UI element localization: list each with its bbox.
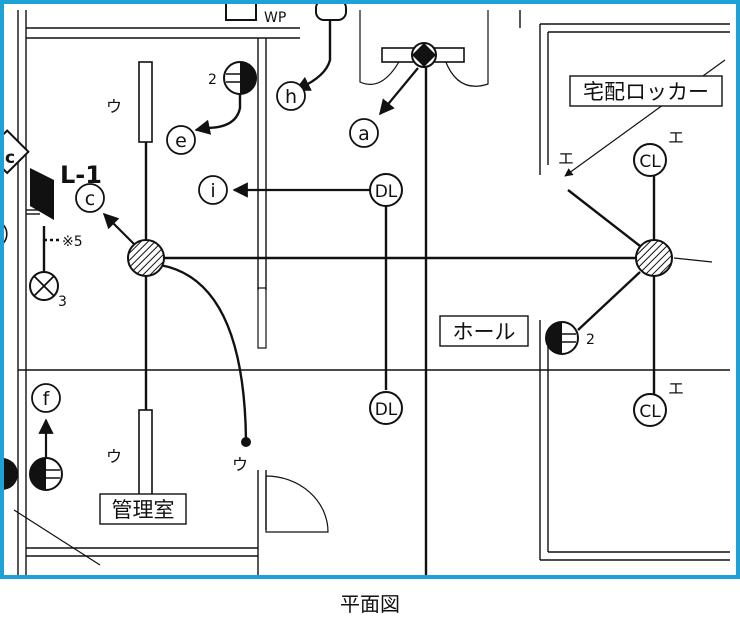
tag-c-label: c [85,188,95,210]
label-l1: L-1 [60,161,102,189]
tag-a-label: a [358,123,370,145]
tag-f: f [31,383,61,413]
tag-e: e [166,125,196,155]
label-num2-top: 2 [208,72,217,88]
ceiling-fan [381,42,465,68]
room-label-office: 管理室 [99,493,187,525]
tag-e-label: e [175,130,187,152]
panel-board-l1: c [0,129,54,491]
image-frame [0,0,740,579]
wall-lights [2,0,579,491]
room-locker-text: 宅配ロッカー [583,80,709,104]
tag-h: h [276,81,306,111]
tag-f-label: f [43,388,51,410]
dl-label-2: DL [375,400,398,420]
cl-label-1: CL [639,152,661,172]
wall-light-top [223,61,257,95]
label-e-kana-1: エ [558,149,574,168]
label-note5: ※5 [62,234,83,250]
tag-i-label: i [210,180,215,202]
door-swings [257,10,489,533]
room-office-text: 管理室 [112,498,175,522]
tag-i: i [198,175,228,205]
wire-end-dot [241,437,251,447]
wall-light-edge [2,458,18,490]
wp-light [225,0,347,21]
wall-light-office [29,457,63,491]
ceiling-light-2: CL [633,393,667,427]
wiring [42,12,656,578]
figure-caption: 平面図 [340,592,400,616]
tag-h-label: h [285,86,297,108]
junction-box-left [127,239,165,277]
fluorescent-lights [138,61,153,506]
fluorescent-light-bottom [138,409,153,506]
label-num3: 3 [58,294,67,310]
label-e-kana-3: エ [668,379,684,398]
label-wp: WP [264,10,286,26]
wall-light-hall [545,321,579,355]
fluorescent-light-top [138,61,153,143]
ceiling-light-1: CL [633,143,667,177]
junction-box-right [635,239,673,277]
label-num2-right: 2 [586,332,595,348]
downlight-2: DL [369,391,403,425]
label-u-bottom: ウ [106,447,122,466]
label-u-door: ウ [232,455,248,474]
dl-label-1: DL [375,182,398,202]
room-label-locker: 宅配ロッカー [569,75,723,107]
room-hall-text: ホール [453,320,516,344]
label-u-top: ウ [106,97,122,116]
pendant-light [29,271,59,301]
label-e-kana-2: エ [668,128,684,147]
room-label-hall: ホール [439,315,529,347]
cl-label-2: CL [639,402,661,422]
tag-a: a [349,118,379,148]
tag-c: c [75,183,105,213]
walls [17,10,730,578]
label-c-left: c [5,148,15,168]
downlight-1: DL [369,173,403,207]
